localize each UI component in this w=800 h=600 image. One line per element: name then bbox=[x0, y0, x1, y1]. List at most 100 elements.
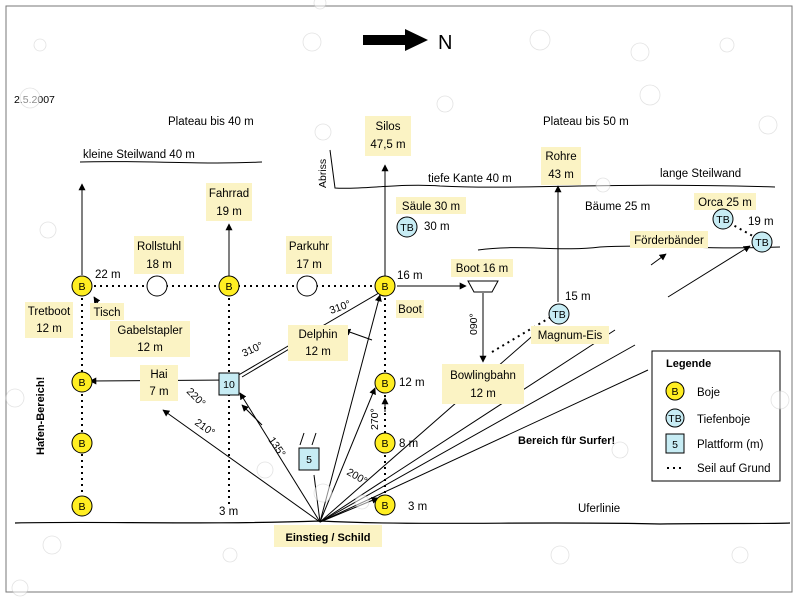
depth-buoy-marker: TB bbox=[712, 208, 734, 230]
abriss-label: Abriss bbox=[317, 159, 329, 188]
tretboot-depth: 12 m bbox=[36, 323, 62, 335]
depth-30: 30 m bbox=[424, 221, 450, 233]
north-label: N bbox=[438, 32, 452, 54]
bowlingbahn-label: Bowlingbahn bbox=[450, 370, 516, 382]
parkuhr-marker bbox=[296, 275, 318, 297]
north-arrow: N bbox=[363, 29, 452, 54]
rohre-label: Rohre bbox=[545, 151, 576, 163]
svg-text:TB: TB bbox=[400, 222, 413, 234]
buoy-marker: B bbox=[374, 275, 396, 297]
svg-text:5: 5 bbox=[672, 439, 678, 451]
saeule-label: Säule 30 m bbox=[402, 201, 460, 213]
depth-12: 12 m bbox=[399, 377, 425, 389]
silos-label: Silos bbox=[376, 121, 401, 133]
legend-platform-icon bbox=[665, 433, 685, 454]
svg-text:10: 10 bbox=[223, 379, 235, 391]
hai-label: Hai bbox=[150, 369, 167, 381]
water-droplets bbox=[5, 0, 790, 597]
depth-buoy-marker: TB bbox=[548, 303, 570, 325]
hai-depth: 7 m bbox=[149, 386, 168, 398]
label-backgrounds bbox=[25, 116, 756, 547]
steilwand-line bbox=[477, 245, 781, 251]
legend-item-label: Seil auf Grund bbox=[697, 463, 771, 475]
svg-text:TB: TB bbox=[668, 413, 681, 425]
uferlinie-label: Uferlinie bbox=[578, 503, 620, 515]
map-frame bbox=[5, 5, 793, 593]
depth-buoy-marker: TB bbox=[396, 216, 418, 238]
route-lines bbox=[78, 164, 751, 523]
gabelstapler-depth: 12 m bbox=[137, 342, 163, 354]
buoy-marker: B bbox=[71, 275, 93, 297]
buoys: B B B B B B B B B bbox=[71, 275, 396, 517]
depth-22: 22 m bbox=[95, 269, 121, 281]
boot-label: Boot bbox=[398, 304, 422, 316]
delphin-depth: 12 m bbox=[305, 346, 331, 358]
rohre-depth: 43 m bbox=[548, 169, 574, 181]
rollstuhl-marker bbox=[146, 275, 168, 297]
depth-buoy-marker: TB bbox=[751, 231, 773, 253]
depth-16: 16 m bbox=[397, 270, 423, 282]
svg-text:B: B bbox=[78, 501, 85, 513]
uferlinie-line bbox=[14, 520, 791, 525]
buoy-marker: B bbox=[71, 432, 93, 454]
depth-3-right: 3 m bbox=[408, 501, 427, 513]
svg-text:TB: TB bbox=[755, 237, 768, 249]
einstieg-label: Einstieg / Schild bbox=[286, 532, 371, 544]
legend-title: Legende bbox=[666, 358, 711, 370]
fahrrad-label: Fahrrad bbox=[209, 188, 249, 200]
svg-text:B: B bbox=[78, 438, 85, 450]
delphin-label: Delphin bbox=[299, 329, 338, 341]
kleine-steilwand-line bbox=[79, 161, 263, 164]
legend-item-label: Tiefenboje bbox=[697, 414, 750, 426]
depth-buoys: TB TB TB TB bbox=[396, 208, 773, 325]
depth-3-left: 3 m bbox=[219, 506, 238, 518]
tiefe-kante-line bbox=[329, 149, 776, 189]
angle-210: 210° bbox=[192, 417, 217, 439]
svg-text:5: 5 bbox=[306, 454, 312, 466]
buoy-marker: B bbox=[71, 371, 93, 393]
svg-text:B: B bbox=[381, 500, 388, 512]
bowlingbahn-depth: 12 m bbox=[470, 388, 496, 400]
boot16-label: Boot 16 m bbox=[456, 263, 508, 275]
parkuhr-depth: 17 m bbox=[296, 259, 322, 271]
parkuhr-label: Parkuhr bbox=[289, 241, 329, 253]
svg-text:B: B bbox=[671, 386, 678, 398]
buoy-marker: B bbox=[71, 495, 93, 517]
buoy-marker: B bbox=[218, 275, 240, 297]
legend-item-label: Boje bbox=[697, 387, 720, 399]
angle-090: 090° bbox=[468, 313, 480, 335]
foerderbaender-label: Förderbänder bbox=[634, 235, 704, 247]
legend: Legende B Boje TB Tiefenboje 5 Plattform… bbox=[651, 350, 781, 482]
tiefe-kante-label: tiefe Kante 40 m bbox=[428, 173, 512, 185]
buoy-marker: B bbox=[374, 432, 396, 454]
svg-text:B: B bbox=[381, 281, 388, 293]
angle-135: 135° bbox=[266, 435, 288, 460]
svg-text:B: B bbox=[78, 281, 85, 293]
magnum-label: Magnum-Eis bbox=[538, 330, 603, 342]
tretboot-label: Tretboot bbox=[28, 306, 71, 318]
depth-8: 8 m bbox=[399, 438, 418, 450]
surfer-label: Bereich für Surfer! bbox=[518, 435, 615, 447]
legend-depth-buoy-icon bbox=[665, 408, 685, 428]
plateau-50-label: Plateau bis 50 m bbox=[543, 116, 629, 128]
silos-depth: 47,5 m bbox=[370, 139, 405, 151]
depth-19: 19 m bbox=[748, 216, 774, 228]
angle-220: 220° bbox=[184, 386, 208, 410]
svg-text:TB: TB bbox=[552, 309, 565, 321]
svg-text:TB: TB bbox=[716, 214, 729, 226]
depth-15: 15 m bbox=[565, 291, 591, 303]
baeume-label: Bäume 25 m bbox=[585, 201, 650, 213]
lange-steilwand-label: lange Steilwand bbox=[660, 168, 741, 180]
angle-310-mid: 310° bbox=[240, 340, 265, 360]
tisch-label: Tisch bbox=[93, 307, 120, 319]
angle-270: 270° bbox=[369, 408, 381, 430]
orca-label: Orca 25 m bbox=[698, 197, 752, 209]
boat-icon bbox=[467, 280, 499, 293]
platform-5: 5 bbox=[298, 447, 320, 471]
platform-10: 10 bbox=[218, 372, 240, 396]
rollstuhl-depth: 18 m bbox=[146, 259, 172, 271]
buoy-marker: B bbox=[374, 372, 396, 394]
svg-text:B: B bbox=[225, 281, 232, 293]
